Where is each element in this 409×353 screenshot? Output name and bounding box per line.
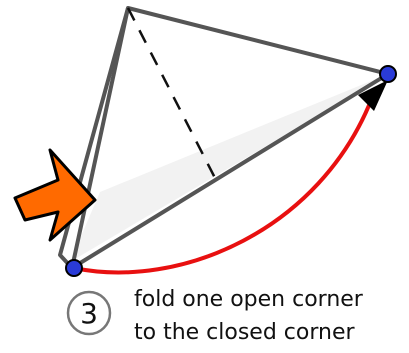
arrowhead-icon [358,80,388,111]
paper-outline [70,6,390,270]
fold-arrow [73,97,374,275]
open-corner-point [65,259,83,277]
closed-corner-point [379,65,397,83]
instruction-line-2: to the closed corner [134,320,355,345]
orange-pointer-arrow-icon [13,148,97,242]
step-number: 3 [80,297,98,330]
circled-number-icon [66,290,112,336]
fold-line [126,7,217,179]
instruction-line-1: fold one open corner [134,287,363,312]
